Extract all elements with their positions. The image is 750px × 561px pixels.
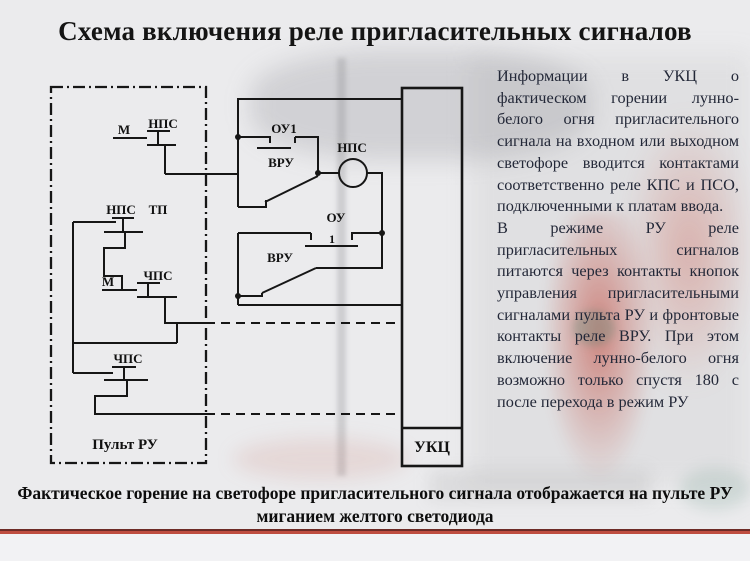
label-ou2: ОУ <box>327 210 346 225</box>
junction-dot <box>315 170 321 176</box>
label-vru2: ВРУ <box>267 250 293 265</box>
junction-dot <box>235 293 241 299</box>
footer-strip <box>0 534 750 561</box>
relay-coil-nps: НПС <box>318 140 383 233</box>
contact-vru-lower: ВРУ <box>238 233 383 297</box>
label-m1: М <box>118 122 130 137</box>
contact-nps-tp-button: НПС ТП <box>73 202 167 290</box>
pult-ru-border <box>49 85 208 465</box>
label-nps-btn2: НПС <box>106 202 136 217</box>
label-nps-coil: НПС <box>337 140 367 155</box>
pult-ru-label: Пульт РУ <box>92 437 158 453</box>
contact-m-chps-button: М ЧПС <box>102 268 206 324</box>
label-m2: М <box>102 274 114 289</box>
label-ou1: ОУ1 <box>271 121 296 136</box>
label-vru1: ВРУ <box>268 155 294 170</box>
junction-dot <box>235 134 241 140</box>
label-tp: ТП <box>149 202 168 217</box>
contact-chps-button: ЧПС <box>73 351 206 415</box>
sidebar-paragraph-2: В режиме РУ реле пригласительных сигнало… <box>497 217 739 411</box>
red-divider-line <box>0 529 750 534</box>
contact-ou-button: ОУ 1 <box>238 210 382 247</box>
slide-caption: Фактическое горение на светофоре приглас… <box>17 483 733 526</box>
label-ou2-sub: 1 <box>329 232 335 246</box>
row4-feed-wire <box>73 323 178 344</box>
contact-m-nps-button: М НПС <box>113 116 238 175</box>
contact-vru-upper: ВРУ <box>238 155 319 208</box>
ukc-label: УКЦ <box>414 439 450 456</box>
contact-ou1-button: ОУ1 <box>238 121 319 173</box>
label-nps-btn1: НПС <box>148 116 178 131</box>
ukc-block: УКЦ <box>400 86 464 468</box>
sidebar-paragraph-1: Информации в УКЦ о фактическом горении л… <box>497 66 739 216</box>
sidebar-text: Информации в УКЦ о фактическом горении л… <box>497 65 739 412</box>
top-supply-wire <box>237 98 402 207</box>
junction-dot <box>379 230 385 236</box>
label-chps-btn2: ЧПС <box>113 351 142 366</box>
slide-title: Схема включения реле пригласительных сиг… <box>58 16 692 46</box>
label-chps-btn1: ЧПС <box>143 268 172 283</box>
